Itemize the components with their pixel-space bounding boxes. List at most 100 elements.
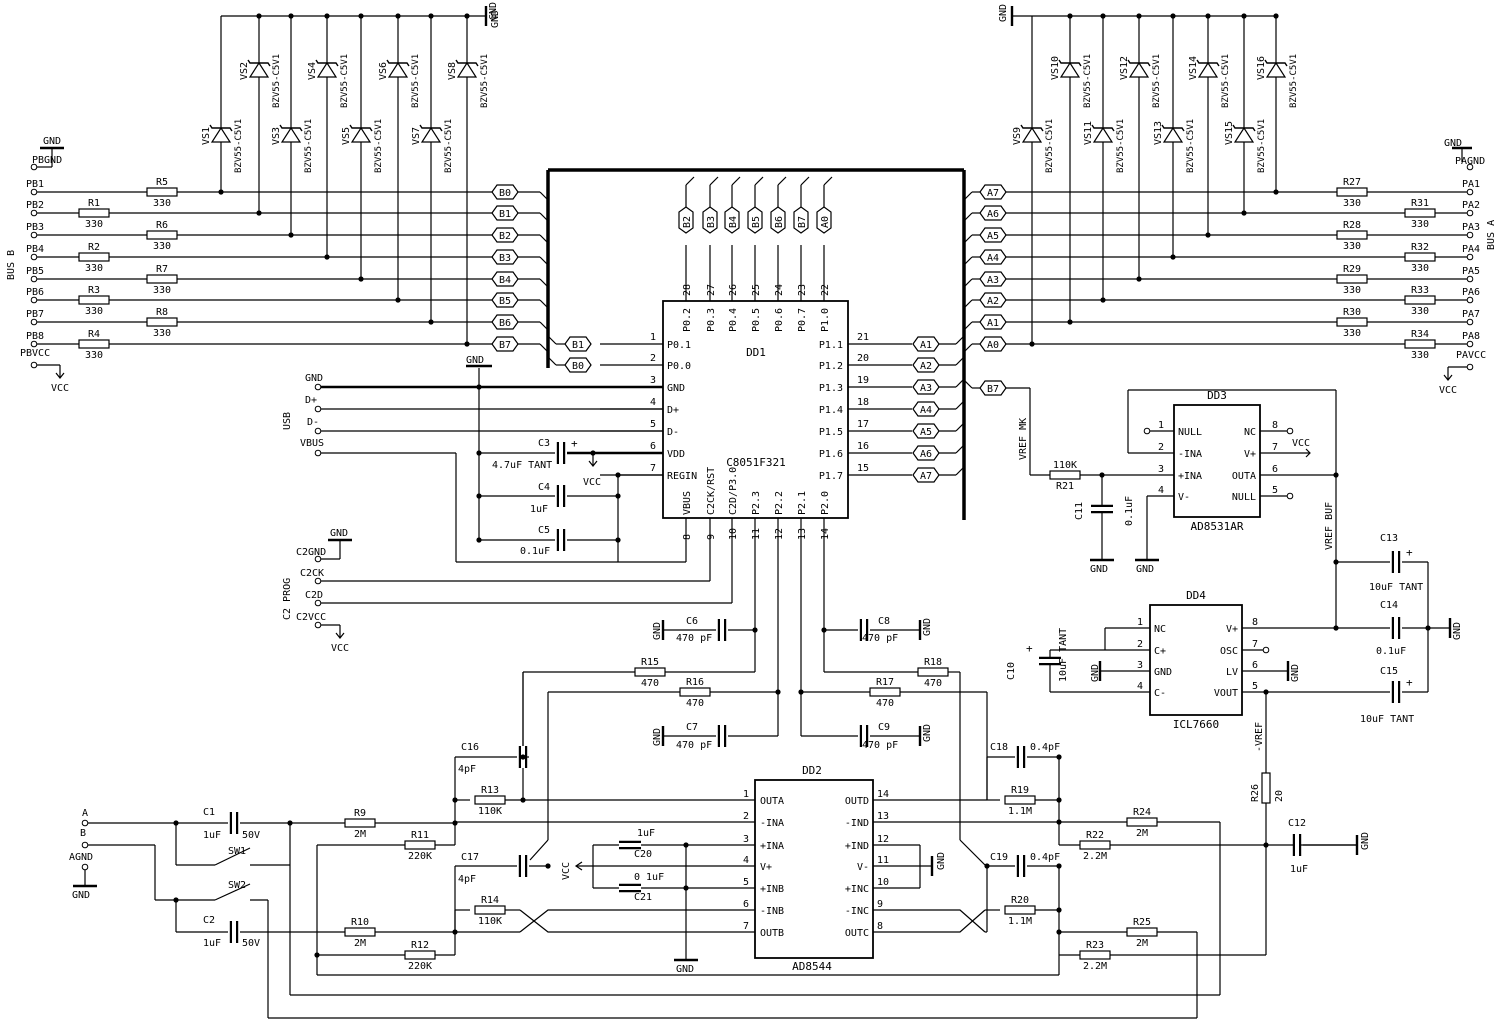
label: 10 (877, 877, 889, 888)
wire (800, 176, 810, 186)
wire (777, 176, 787, 186)
zener-diode-vs7 (419, 124, 443, 143)
label: A2 (920, 361, 932, 372)
capacitor-c1 (229, 812, 239, 834)
capacitor-c7 (717, 725, 727, 747)
resistor-r14 (474, 905, 506, 915)
net-tag-a1 (979, 314, 1007, 330)
label: BZV55-C5V1 (340, 54, 350, 108)
net-tag-a4 (979, 249, 1007, 265)
junction-dot (288, 13, 294, 19)
label: R16 (686, 677, 704, 688)
terminal (1466, 163, 1474, 171)
junction-dot (1205, 13, 1211, 19)
label: PAGND (1455, 156, 1485, 167)
wire (955, 400, 965, 410)
label: 7 (1252, 639, 1258, 650)
label: 22 (820, 284, 831, 296)
junction-dot (173, 897, 179, 903)
zener-diode-vs6 (386, 59, 410, 78)
label: C2CK (300, 568, 324, 579)
label: BZV55-C5V1 (1289, 54, 1299, 108)
label: 10 (728, 528, 739, 540)
label: BZV55-C5V1 (272, 54, 282, 108)
junction-dot (683, 842, 689, 848)
resistor-r30 (1336, 317, 1368, 327)
label: 110K (478, 806, 502, 817)
label: B2 (499, 231, 511, 242)
label: GND (922, 618, 933, 636)
net-tag-b6 (770, 206, 786, 234)
label: 0.1uF (1124, 496, 1135, 526)
net-tag-a6 (912, 445, 940, 461)
label: R14 (481, 895, 499, 906)
label: A4 (987, 253, 999, 264)
label: 1 (1158, 420, 1164, 431)
resistor-r3 (78, 295, 110, 305)
label: PA6 (1462, 287, 1480, 298)
label: C18 (990, 742, 1008, 753)
label: R29 (1343, 264, 1361, 275)
label: 3 (743, 834, 749, 845)
label: 2 (743, 811, 749, 822)
label: R31 (1411, 198, 1429, 209)
junction-dot (520, 797, 526, 803)
junction-dot (452, 820, 458, 826)
label: 17 (857, 419, 869, 430)
terminal (1286, 492, 1294, 500)
label: C7 (686, 722, 698, 733)
label: 6 (743, 899, 749, 910)
label: C14 (1380, 600, 1398, 611)
resistor-r13 (474, 795, 506, 805)
resistor-r15 (634, 667, 666, 677)
label: 2 (650, 353, 656, 364)
label: PB2 (26, 200, 44, 211)
label: VS4 (307, 62, 318, 80)
label: C2VCC (296, 612, 326, 623)
resistor-r16 (679, 687, 711, 697)
label: 4.7uF TANT (492, 460, 552, 471)
resistor-r31 (1404, 208, 1436, 218)
label: 7 (1272, 442, 1278, 453)
net-tag-b4 (724, 206, 740, 234)
label: GND (998, 4, 1009, 22)
capacitor- (1091, 504, 1113, 514)
capacitor-c18 (1016, 746, 1026, 768)
label: B5 (499, 296, 511, 307)
junction-dot (1056, 797, 1062, 803)
terminal (1466, 340, 1474, 348)
label: A1 (920, 340, 932, 351)
label: BZV55-C5V1 (234, 119, 244, 173)
label: R17 (876, 677, 894, 688)
label: PA4 (1462, 244, 1480, 255)
junction-dot (476, 493, 482, 499)
net-tag-a6 (979, 205, 1007, 221)
label: C20 (634, 849, 652, 860)
label: -INB (760, 906, 784, 917)
label: C9 (878, 722, 890, 733)
wire (685, 176, 695, 186)
net-tag-a2 (912, 357, 940, 373)
bus-b-label: BUS B (6, 250, 17, 280)
terminal (314, 449, 322, 457)
label: BZV55-C5V1 (1045, 119, 1055, 173)
label: 7 (650, 463, 656, 474)
label: 10uF TANT (1058, 628, 1069, 682)
label: R15 (641, 657, 659, 668)
label: B7 (987, 384, 999, 395)
label: C12 (1288, 818, 1306, 829)
bus-a-label: BUS A (1486, 220, 1497, 250)
label: A2 (987, 296, 999, 307)
capacitor-c5 (556, 529, 566, 551)
capacitor-c9 (859, 725, 869, 747)
resistor-r18 (917, 667, 949, 677)
junction-dot (464, 13, 470, 19)
terminal (1466, 188, 1474, 196)
label: R20 (1011, 895, 1029, 906)
junction-dot (1136, 13, 1142, 19)
zener-diode-vs1 (209, 124, 233, 143)
label: NULL (1178, 427, 1202, 438)
label: GND (305, 373, 323, 384)
terminal (1466, 209, 1474, 217)
label: P0.4 (728, 308, 739, 332)
